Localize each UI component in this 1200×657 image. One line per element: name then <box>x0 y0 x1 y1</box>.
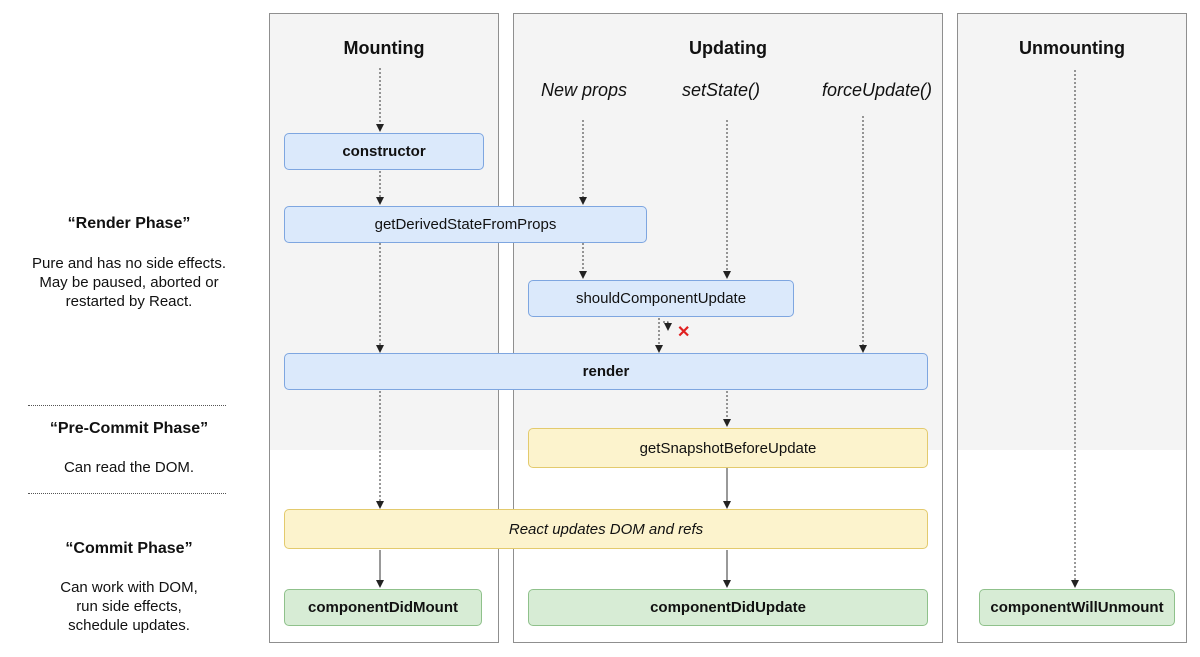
get-derived-state-box: getDerivedStateFromProps <box>284 206 647 243</box>
commit-phase-title: “Commit Phase” <box>65 540 193 557</box>
precommit-phase-description: Can read the DOM. <box>63 459 195 476</box>
arrow-cancel-branch <box>663 321 672 331</box>
mounting-column-title: Mounting <box>343 38 425 58</box>
get-snapshot-box: getSnapshotBeforeUpdate <box>528 428 928 468</box>
constructor-label: constructor <box>342 143 426 160</box>
render-label: render <box>582 363 630 380</box>
react-updates-label: React updates DOM and refs <box>508 520 704 538</box>
trigger-new-props: New props <box>540 80 628 100</box>
render-phase-desc-line: Pure and has no side effects. <box>31 255 227 272</box>
get-snapshot-label: getSnapshotBeforeUpdate <box>639 439 817 457</box>
commit-phase-desc-line: schedule updates. <box>68 617 190 634</box>
phase-separator <box>28 405 226 406</box>
trigger-force-update: forceUpdate() <box>821 80 933 100</box>
constructor-box: constructor <box>284 133 484 170</box>
render-phase-description: Pure and has no side effects. May be pau… <box>0 254 258 311</box>
render-box: render <box>284 353 928 390</box>
precommit-phase-title: “Pre-Commit Phase” <box>49 420 209 437</box>
component-did-mount-label: componentDidMount <box>308 599 458 616</box>
render-phase-desc-line: May be paused, aborted or <box>39 274 219 291</box>
trigger-set-state: setState() <box>681 80 761 100</box>
updating-column-title: Updating <box>689 38 767 58</box>
phase-separator <box>28 493 226 494</box>
should-component-update-label: shouldComponentUpdate <box>575 290 747 307</box>
get-derived-state-label: getDerivedStateFromProps <box>374 216 557 233</box>
cancel-x-icon: ✕ <box>677 324 691 341</box>
component-did-update-label: componentDidUpdate <box>650 599 806 616</box>
unmounting-column: Unmounting <box>957 13 1187 643</box>
component-will-unmount-label: componentWillUnmount <box>990 599 1164 616</box>
react-updates-box: React updates DOM and refs <box>284 509 928 549</box>
unmounting-column-title: Unmounting <box>1019 38 1125 58</box>
render-phase-desc-line: restarted by React. <box>65 293 193 310</box>
should-component-update-box: shouldComponentUpdate <box>528 280 794 317</box>
commit-phase-description: Can work with DOM, run side effects, sch… <box>0 578 258 635</box>
component-will-unmount-box: componentWillUnmount <box>979 589 1175 626</box>
commit-phase-desc-line: run side effects, <box>76 598 182 615</box>
commit-phase-desc-line: Can work with DOM, <box>60 579 198 596</box>
component-did-mount-box: componentDidMount <box>284 589 482 626</box>
component-did-update-box: componentDidUpdate <box>528 589 928 626</box>
render-phase-title: “Render Phase” <box>67 215 191 232</box>
